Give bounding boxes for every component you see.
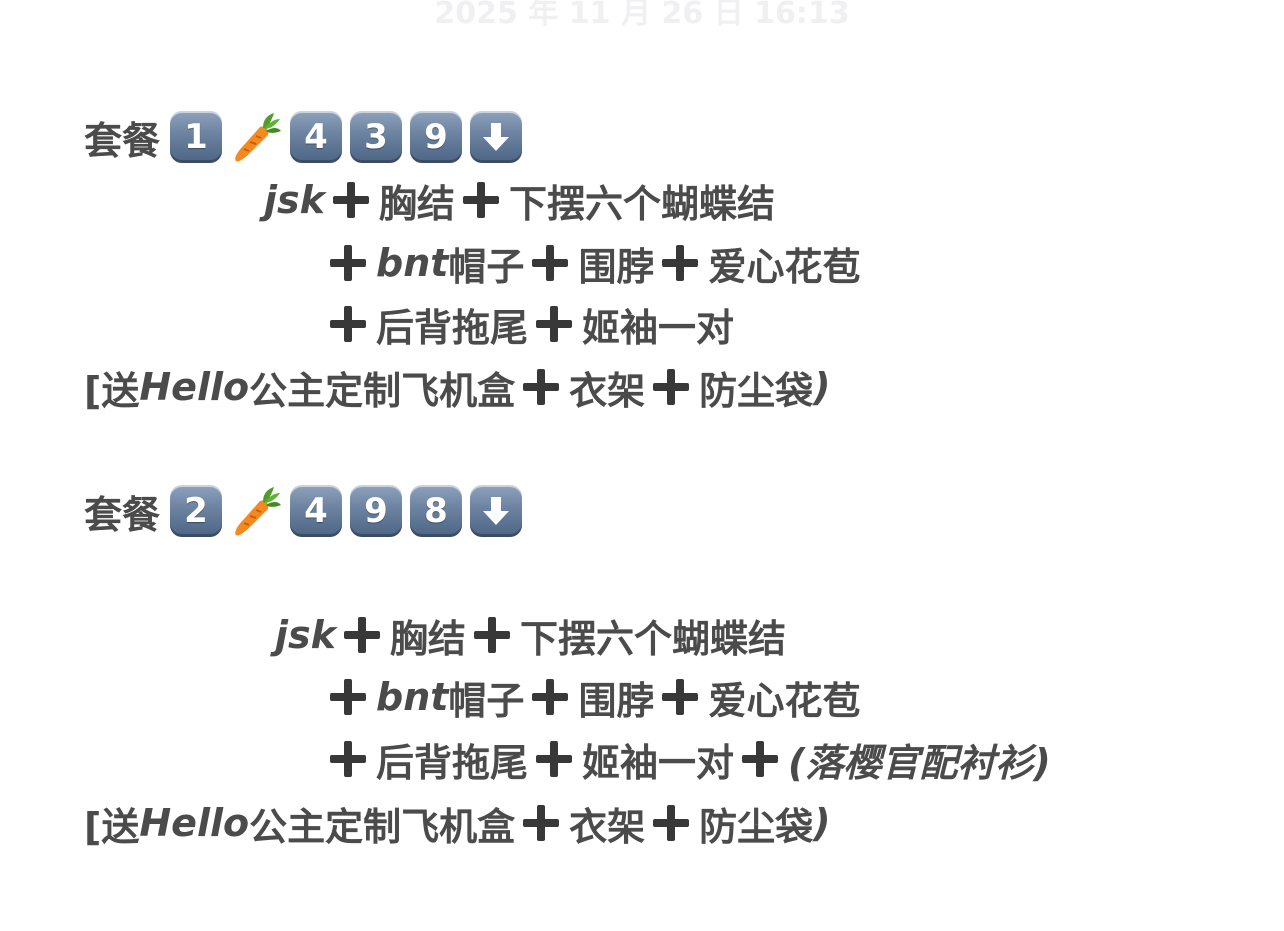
- heavy-plus-icon: [330, 245, 366, 281]
- extra-item-text: (落樱官配衬衫): [788, 740, 1051, 785]
- item-text: 姬袖一对: [582, 305, 735, 350]
- heavy-plus-icon: [662, 245, 699, 281]
- heavy-plus-icon: [653, 369, 690, 405]
- heavy-plus-icon: [523, 369, 560, 405]
- package-2-line-2: bnt 帽子 围脖 爱心花苞: [322, 671, 860, 723]
- carrot-icon: [235, 487, 282, 536]
- heavy-plus-icon: [473, 617, 510, 653]
- item-text: 围脖: [578, 678, 655, 723]
- gift-item: 防尘袋: [699, 368, 814, 413]
- item-text: 下摆六个蝴蝶结: [519, 616, 786, 661]
- heavy-plus-icon: [330, 679, 366, 715]
- down-arrow-keycap-icon: [470, 111, 523, 163]
- gift-prefix: [送: [84, 368, 140, 413]
- heavy-plus-icon: [343, 617, 380, 653]
- package-1-line-3: 后背拖尾 姬袖一对: [322, 298, 734, 350]
- package-1-title-row: 套餐 1 4 3 9: [84, 111, 530, 163]
- heavy-plus-icon: [653, 805, 690, 841]
- brand-label: bnt: [376, 675, 449, 719]
- package-number-keycap: 1: [170, 111, 223, 163]
- heavy-plus-icon: [462, 182, 499, 218]
- heavy-plus-icon: [523, 805, 560, 841]
- gift-item: 公主定制飞机盒: [249, 368, 516, 413]
- gift-suffix: ): [813, 801, 831, 845]
- message-timestamp: 2025 年 11 月 26 日 16:13: [434, 0, 850, 31]
- brand-label: jsk: [264, 178, 325, 222]
- price-digit-keycap: 4: [290, 485, 343, 537]
- item-text: 胸结: [389, 616, 466, 661]
- brand-label: jsk: [275, 613, 336, 657]
- package-1-line-1: jsk 胸结 下摆六个蝴蝶结: [264, 174, 775, 226]
- package-2-title-row: 套餐 2 4 9 8: [84, 485, 530, 537]
- heavy-plus-icon: [662, 679, 699, 715]
- heavy-plus-icon: [330, 741, 366, 777]
- item-text: 帽子: [448, 678, 525, 723]
- package-title: 套餐: [84, 118, 161, 163]
- down-arrow-keycap-icon: [470, 485, 523, 537]
- brand-label: bnt: [376, 241, 449, 285]
- item-text: 帽子: [448, 244, 525, 289]
- heavy-plus-icon: [536, 741, 573, 777]
- heavy-plus-icon: [532, 679, 569, 715]
- heavy-plus-icon: [330, 306, 366, 342]
- price-digit-keycap: 9: [410, 111, 463, 163]
- package-number-keycap: 2: [170, 485, 223, 537]
- price-digit-keycap: 9: [350, 485, 403, 537]
- heavy-plus-icon: [532, 245, 569, 281]
- gift-prefix: [送: [84, 804, 140, 849]
- item-text: 胸结: [378, 181, 455, 226]
- item-text: 爱心花苞: [708, 244, 861, 289]
- gift-item: 公主定制飞机盒: [249, 804, 516, 849]
- package-2-line-3: 后背拖尾 姬袖一对 (落樱官配衬衫): [322, 733, 1051, 785]
- package-title: 套餐: [84, 492, 161, 537]
- gift-item: 衣架: [569, 804, 646, 849]
- price-digit-keycap: 8: [410, 485, 463, 537]
- package-1-line-2: bnt 帽子 围脖 爱心花苞: [322, 237, 860, 289]
- item-text: 围脖: [578, 244, 655, 289]
- price-digit-keycap: 4: [290, 111, 343, 163]
- package-2-gift-line: [送 Hello 公主定制飞机盒 衣架 防尘袋 ): [84, 797, 831, 849]
- item-text: 爱心花苞: [708, 678, 861, 723]
- package-2-line-1: jsk 胸结 下摆六个蝴蝶结: [275, 609, 786, 661]
- item-text: 下摆六个蝴蝶结: [508, 181, 775, 226]
- price-digit-keycap: 3: [350, 111, 403, 163]
- heavy-plus-icon: [332, 182, 369, 218]
- item-text: 后背拖尾: [376, 305, 529, 350]
- carrot-icon: [235, 113, 282, 162]
- item-text: 姬袖一对: [582, 740, 735, 785]
- item-text: 后背拖尾: [376, 740, 529, 785]
- gift-suffix: ): [813, 365, 831, 409]
- gift-brand: Hello: [139, 365, 250, 409]
- gift-brand: Hello: [139, 801, 250, 845]
- heavy-plus-icon: [742, 741, 779, 777]
- package-1-gift-line: [送 Hello 公主定制飞机盒 衣架 防尘袋 ): [84, 361, 831, 413]
- gift-item: 防尘袋: [699, 804, 814, 849]
- gift-item: 衣架: [569, 368, 646, 413]
- heavy-plus-icon: [536, 306, 573, 342]
